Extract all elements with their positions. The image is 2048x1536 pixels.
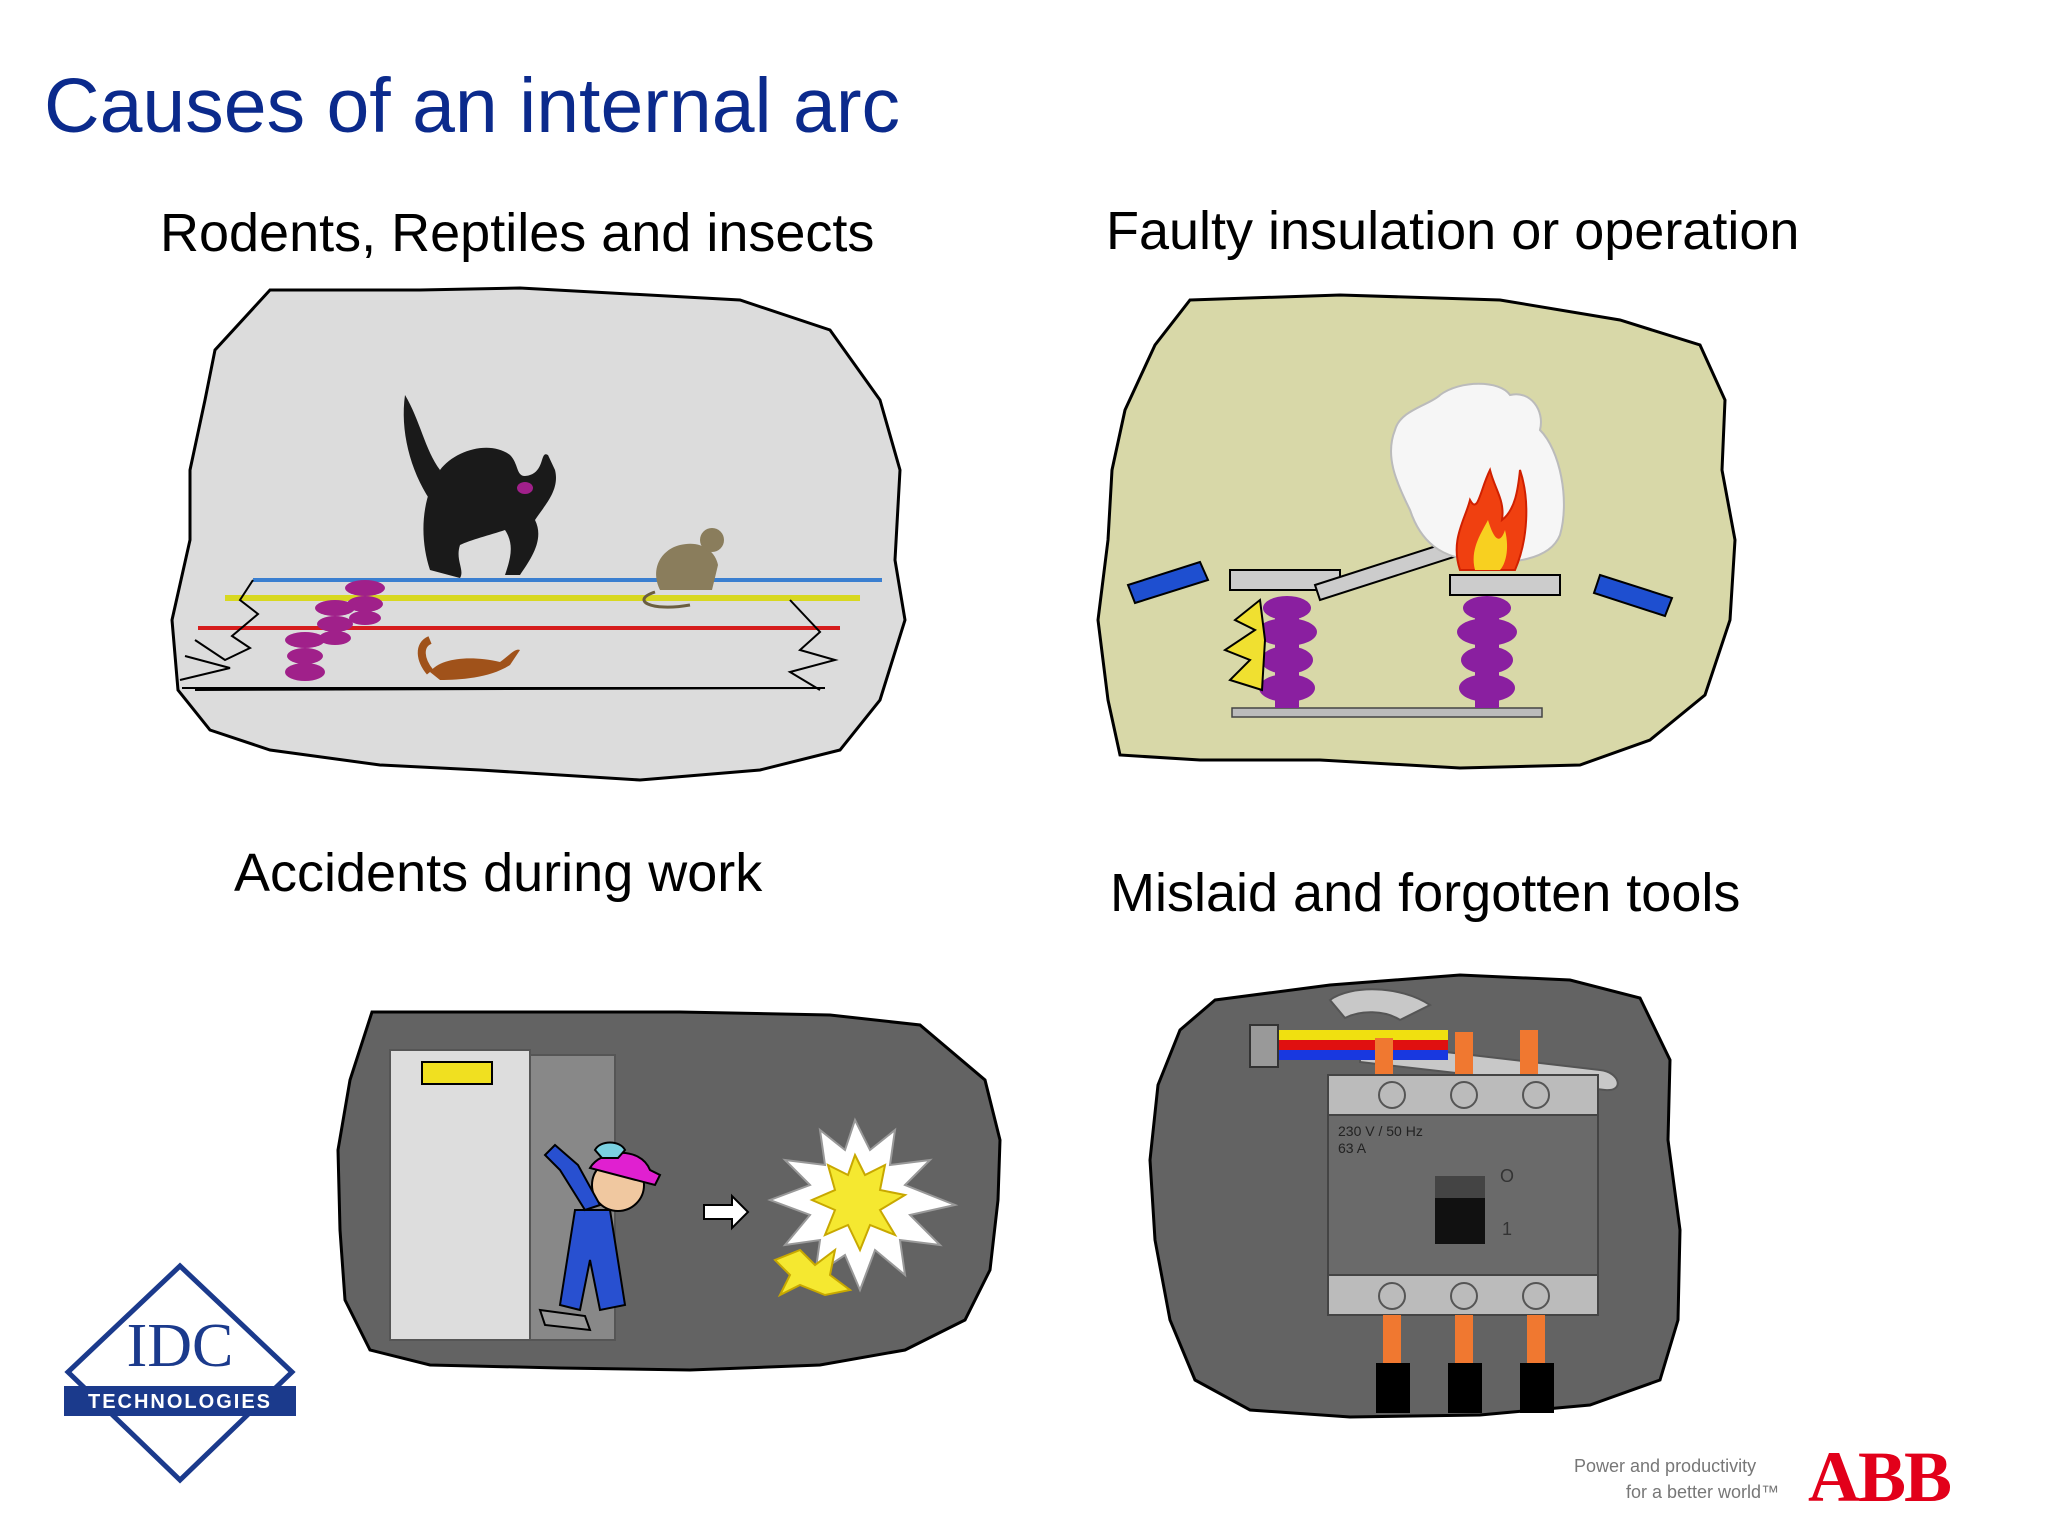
idc-logo-text: IDC [127,1312,234,1380]
abb-tagline-1: Power and productivity [1574,1456,1757,1476]
tools-illustration: 230 V / 50 Hz 63 A O 1 [1148,973,1682,1419]
breaker-off-label: O [1500,1166,1514,1186]
caption-rodents: Rodents, Reptiles and insects [160,203,875,263]
caption-faulty-insulation: Faulty insulation or operation [1106,201,1800,261]
rodents-illustration [170,286,907,782]
breaker-rating-line2: 63 A [1338,1140,1367,1156]
idc-technologies-logo: IDC TECHNOLOGIES [64,1262,296,1484]
breaker-on-label: 1 [1502,1219,1512,1239]
breaker-rating-line1: 230 V / 50 Hz [1338,1123,1423,1139]
abb-tagline-2: for a better world™ [1626,1482,1780,1502]
abb-logo: ABB [1808,1437,1952,1517]
accident-illustration [336,1010,1002,1372]
slide-title: Causes of an internal arc [44,63,901,149]
idc-logo-sub: TECHNOLOGIES [88,1391,272,1413]
caption-forgotten-tools: Mislaid and forgotten tools [1110,863,1741,923]
faulty-insulation-illustration [1096,293,1737,770]
caption-accidents: Accidents during work [234,843,763,903]
